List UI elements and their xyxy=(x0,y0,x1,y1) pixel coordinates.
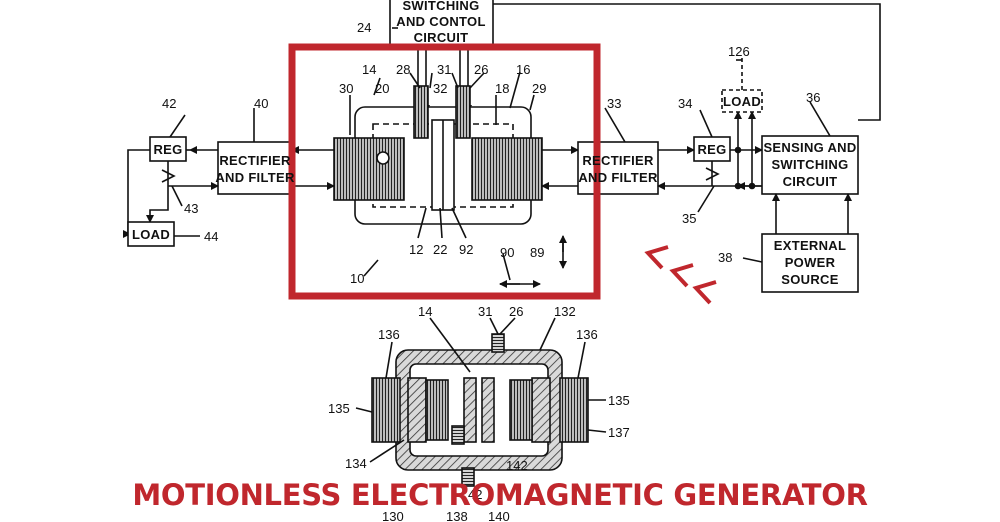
ref-28: 28 xyxy=(396,62,410,77)
rectifier-right-line-2: AND FILTER xyxy=(578,170,658,185)
load-left-block xyxy=(127,221,175,247)
rectifier-right-block xyxy=(577,141,659,195)
ref-b14: 14 xyxy=(418,304,432,319)
ref-29: 29 xyxy=(532,81,546,96)
ref-31: 31 xyxy=(437,62,451,77)
switching-control-block xyxy=(389,0,494,47)
switching-line-1: SWITCHING xyxy=(402,0,479,13)
load-right-label: LOAD xyxy=(723,94,761,109)
ref-33: 33 xyxy=(607,96,621,111)
sensing-line-1: SENSING AND xyxy=(763,140,856,155)
ref-42: 42 xyxy=(162,96,176,111)
reg-left-block xyxy=(149,136,187,162)
ref-43: 43 xyxy=(184,201,198,216)
ref-b132: 132 xyxy=(554,304,576,319)
ref-b138: 138 xyxy=(446,509,468,522)
core-assembly xyxy=(333,85,543,225)
cross-section-drawing xyxy=(355,317,607,487)
ref-10: 10 xyxy=(350,271,364,286)
external-line-1: EXTERNAL xyxy=(774,238,846,253)
ref-24: 24 xyxy=(357,20,371,35)
ref-92: 92 xyxy=(459,242,473,257)
ref-b42: 42 xyxy=(468,487,482,502)
ref-18: 18 xyxy=(495,81,509,96)
rectifier-right-line-1: RECTIFIER xyxy=(582,153,654,168)
sensing-line-3: CIRCUIT xyxy=(783,174,838,189)
ref-40: 40 xyxy=(254,96,268,111)
ref-35: 35 xyxy=(682,211,696,226)
caption-title: MOTIONLESS ELECTROMAGNETIC GENERATOR xyxy=(132,478,868,512)
ref-b31: 31 xyxy=(478,304,492,319)
ref-b140: 140 xyxy=(488,509,510,522)
ref-16: 16 xyxy=(516,62,530,77)
reference-numbers: 24 14 28 31 26 16 30 20 32 18 29 42 40 4… xyxy=(162,20,820,522)
load-left-label: LOAD xyxy=(132,227,170,242)
external-line-2: POWER xyxy=(785,255,836,270)
ref-b136-left: 136 xyxy=(378,327,400,342)
rectifier-left-block xyxy=(217,141,293,195)
switching-line-3: CIRCUIT xyxy=(414,30,469,45)
ref-44: 44 xyxy=(204,229,218,244)
rectifier-left-line-2: AND FILTER xyxy=(215,170,295,185)
reg-right-label: REG xyxy=(697,142,726,157)
load-right-block xyxy=(721,89,763,113)
ref-12: 12 xyxy=(409,242,423,257)
ref-b130: 130 xyxy=(382,509,404,522)
external-line-3: SOURCE xyxy=(781,272,838,287)
chevron-arrows-icon xyxy=(644,245,717,305)
ref-38: 38 xyxy=(718,250,732,265)
external-power-block xyxy=(761,233,859,293)
ref-20: 20 xyxy=(375,81,389,96)
ref-126: 126 xyxy=(728,44,750,59)
ref-b26: 26 xyxy=(509,304,523,319)
sensing-switching-block xyxy=(761,135,859,195)
sensing-line-2: SWITCHING xyxy=(771,157,848,172)
ref-89: 89 xyxy=(530,245,544,260)
ref-b135-right: 135 xyxy=(608,393,630,408)
reg-left-label: REG xyxy=(153,142,182,157)
ref-30: 30 xyxy=(339,81,353,96)
ref-22: 22 xyxy=(433,242,447,257)
ref-b136-right: 136 xyxy=(576,327,598,342)
ref-90: 90 xyxy=(500,245,514,260)
ref-b137: 137 xyxy=(608,425,630,440)
ref-14: 14 xyxy=(362,62,376,77)
highlight-frame xyxy=(288,43,601,300)
ref-36: 36 xyxy=(806,90,820,105)
ref-26: 26 xyxy=(474,62,488,77)
switching-line-2: AND CONTOL xyxy=(396,14,485,29)
rectifier-left-line-1: RECTIFIER xyxy=(219,153,291,168)
ref-b135-left: 135 xyxy=(328,401,350,416)
ref-b134: 134 xyxy=(345,456,367,471)
ref-34: 34 xyxy=(678,96,692,111)
ref-b142: 142 xyxy=(506,458,528,473)
block-labels: SWITCHING AND CONTOL CIRCUIT RECTIFIER A… xyxy=(132,0,856,287)
ref-32: 32 xyxy=(433,81,447,96)
